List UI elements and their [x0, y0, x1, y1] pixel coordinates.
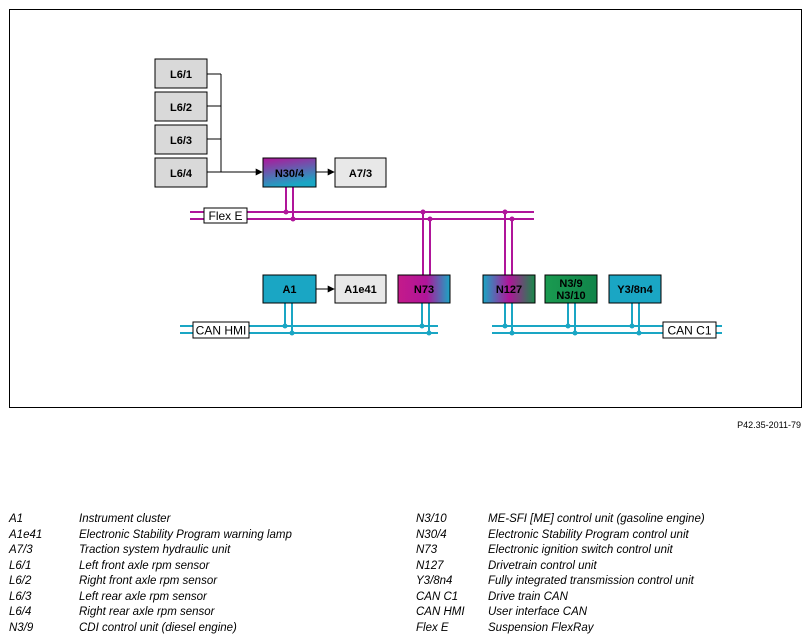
node-l6-1: L6/1	[154, 58, 208, 89]
legend-code: N127	[416, 559, 444, 572]
legend-code: A1	[9, 513, 24, 525]
legend-item: N73 Electronic ignition switch control un…	[416, 544, 806, 560]
node-n73: N73	[397, 274, 451, 304]
legend-desc: Left front axle rpm sensor	[79, 559, 210, 572]
node-label-n3-10: N3/10	[556, 290, 585, 302]
legend-item: L6/1 Left front axle rpm sensor	[9, 560, 399, 576]
legend-code: L6/1	[9, 559, 32, 572]
legend-code: L6/2	[9, 575, 32, 587]
legend-desc: User interface CAN	[488, 606, 588, 618]
node-label: N127	[496, 284, 522, 296]
legend-item: A7/3 Traction system hydraulic unit	[9, 544, 399, 560]
flex-e-drops	[285, 187, 513, 275]
legend-item: L6/4 Right rear axle rpm sensor	[9, 606, 399, 622]
node-l6-4: L6/4	[154, 157, 208, 188]
bus-label-text: CAN HMI	[196, 324, 247, 338]
legend-desc: Fully integrated transmission control un…	[488, 575, 694, 587]
node-label: N30/4	[275, 168, 305, 180]
node-y3-8n4: Y3/8n4	[608, 274, 662, 304]
node-label-n3-9: N3/9	[559, 278, 582, 290]
legend-code: Y3/8n4	[416, 575, 453, 587]
legend-desc: Electronic Stability Program control uni…	[488, 528, 689, 541]
can-junctions	[282, 323, 642, 336]
legend-code: A7/3	[9, 544, 33, 556]
node-l6-3: L6/3	[154, 124, 208, 155]
bus-label-flex-e: Flex E	[203, 207, 248, 224]
legend-desc: ME-SFI [ME] control unit (gasoline engin…	[488, 513, 705, 525]
legend: A1 Instrument cluster A1e41 Electronic Sta…	[0, 513, 811, 643]
legend-code: CAN HMI	[416, 606, 465, 618]
legend-item: A1e41 Electronic Stability Program warnin…	[9, 529, 399, 545]
legend-desc: Left rear axle rpm sensor	[79, 590, 207, 603]
legend-desc: Drivetrain control unit	[488, 559, 597, 572]
node-label: N73	[414, 284, 434, 296]
diagram-frame	[9, 9, 802, 408]
legend-code: N30/4	[416, 528, 447, 541]
node-label: L6/1	[170, 69, 192, 81]
legend-desc: Right rear axle rpm sensor	[79, 606, 215, 618]
node-label: L6/2	[170, 102, 192, 114]
bus-label-text: CAN C1	[667, 324, 711, 338]
node-l6-2: L6/2	[154, 91, 208, 122]
bus-label-can-hmi: CAN HMI	[192, 321, 250, 339]
legend-item: L6/3 Left rear axle rpm sensor	[9, 591, 399, 607]
legend-code: L6/3	[9, 590, 32, 603]
legend-code: A1e41	[9, 528, 43, 541]
legend-item: CAN HMI User interface CAN	[416, 606, 806, 622]
legend-right-column: N3/10 ME-SFI [ME] control unit (gasoline …	[416, 513, 806, 637]
node-a1: A1	[262, 274, 317, 304]
legend-item: CAN C1 Drive train CAN	[416, 591, 806, 607]
legend-code: N73	[416, 544, 438, 556]
legend-desc: Instrument cluster	[79, 513, 171, 525]
network-diagram: L6/1 L6/2 L6/3 L6/4 N30/4 A7/3 A1 A1e41 …	[9, 9, 802, 408]
bus-label-can-c1: CAN C1	[662, 321, 717, 339]
can-drops	[284, 303, 640, 333]
legend-item: Flex E Suspension FlexRay	[416, 622, 806, 638]
legend-code: Flex E	[416, 621, 449, 634]
legend-desc: Traction system hydraulic unit	[79, 544, 231, 556]
reference-code: P42.35-2011-79	[737, 420, 801, 430]
node-label: A7/3	[349, 168, 372, 180]
node-a7-3: A7/3	[334, 157, 387, 188]
sensor-wiring	[207, 73, 263, 176]
node-label: A1	[282, 284, 296, 296]
legend-item: A1 Instrument cluster	[9, 513, 399, 529]
node-a1e41: A1e41	[334, 274, 387, 304]
node-n127: N127	[482, 274, 536, 304]
legend-item: N3/9 CDI control unit (diesel engine)	[9, 622, 399, 638]
node-label: A1e41	[344, 284, 376, 296]
legend-desc: CDI control unit (diesel engine)	[79, 621, 237, 634]
node-n30-4: N30/4	[262, 157, 317, 188]
bus-label-text: Flex E	[208, 209, 242, 223]
legend-item: Y3/8n4 Fully integrated transmission cont…	[416, 575, 806, 591]
legend-code: CAN C1	[416, 590, 459, 603]
legend-item: N30/4 Electronic Stability Program contro…	[416, 529, 806, 545]
legend-code: N3/10	[416, 513, 447, 525]
legend-code: L6/4	[9, 606, 32, 618]
node-label: Y3/8n4	[617, 284, 653, 296]
legend-item: N127 Drivetrain control unit	[416, 560, 806, 576]
legend-desc: Suspension FlexRay	[488, 621, 594, 634]
legend-desc: Right front axle rpm sensor	[79, 575, 218, 587]
legend-code: N3/9	[9, 621, 34, 634]
legend-desc: Electronic ignition switch control unit	[488, 544, 673, 556]
legend-desc: Electronic Stability Program warning lam…	[79, 528, 292, 541]
legend-item: N3/10 ME-SFI [ME] control unit (gasoline …	[416, 513, 806, 529]
node-label: L6/3	[170, 135, 192, 147]
node-n3-9-n3-10: N3/9 N3/10	[544, 274, 598, 304]
flex-e-junctions	[283, 209, 515, 222]
node-label: L6/4	[170, 168, 193, 180]
legend-item: L6/2 Right front axle rpm sensor	[9, 575, 399, 591]
legend-left-column: A1 Instrument cluster A1e41 Electronic Sta…	[9, 513, 399, 637]
legend-desc: Drive train CAN	[488, 590, 568, 603]
